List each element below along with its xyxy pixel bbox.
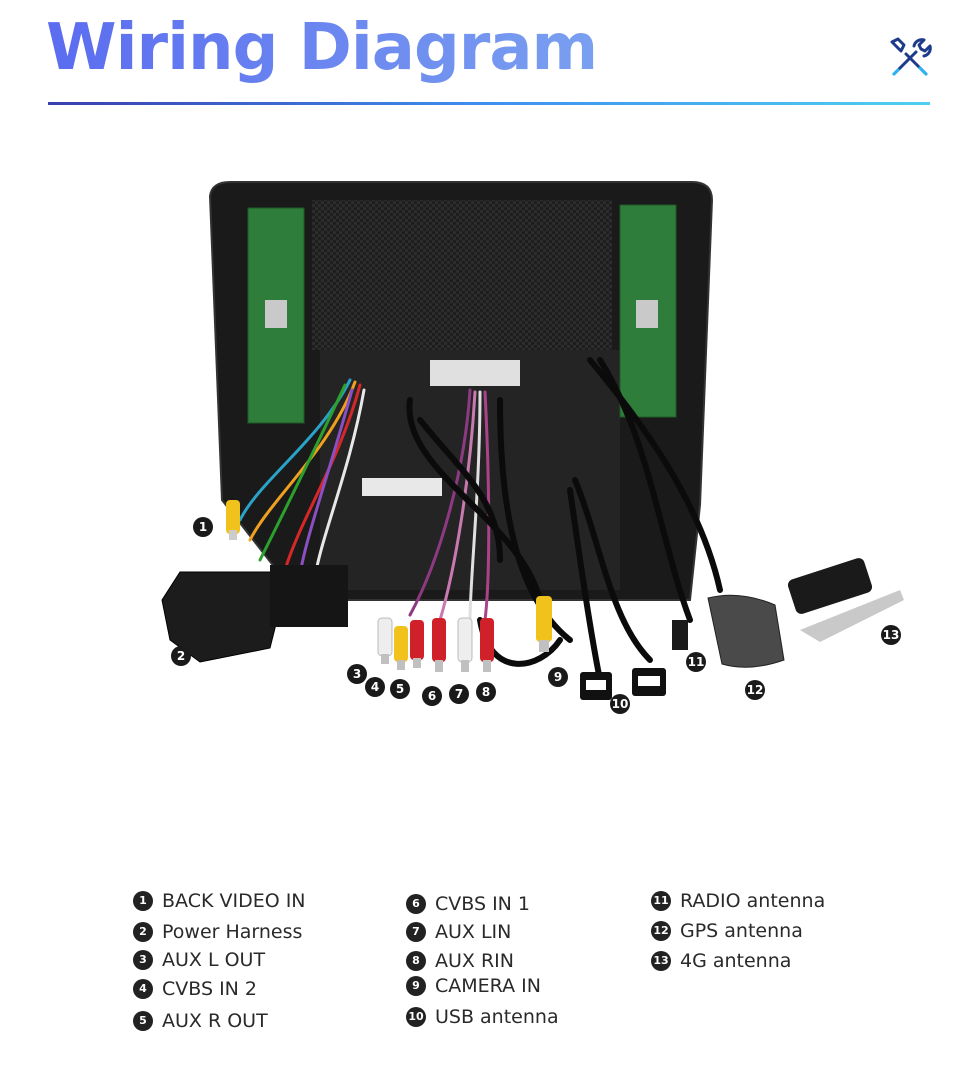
heatsink-top	[312, 200, 612, 350]
legend-badge: 6	[406, 894, 426, 914]
legend-item: 6 CVBS IN 1	[406, 893, 530, 915]
callout-marker: 10	[610, 694, 630, 714]
gps-antenna	[707, 594, 785, 668]
rca-plug-3	[377, 617, 393, 664]
callout-marker: 3	[347, 664, 367, 684]
legend-badge: 13	[651, 951, 671, 971]
legend-item: 1 BACK VIDEO IN	[133, 890, 306, 912]
callout-circle	[476, 682, 496, 702]
legend-badge: 5	[133, 1011, 153, 1031]
legend-label: AUX RIN	[435, 950, 514, 972]
power-harness	[161, 565, 348, 663]
legend-label: BACK VIDEO IN	[162, 890, 306, 912]
callout-circle	[365, 677, 385, 697]
legend-item: 8 AUX RIN	[406, 950, 514, 972]
legend-label: 4G antenna	[680, 950, 792, 972]
callout-number: 8	[482, 685, 490, 699]
tools-icon	[890, 37, 932, 76]
page-title: Wiring Diagram	[46, 11, 598, 85]
callout-number: 13	[883, 628, 900, 642]
callout-circle	[171, 646, 191, 666]
callout-marker: 2	[171, 646, 191, 666]
rca-plug-8	[480, 618, 494, 672]
legend-badge: 1	[133, 891, 153, 911]
legend-item: 5 AUX R OUT	[133, 1010, 268, 1032]
callout-circle	[390, 679, 410, 699]
legend-label: CVBS IN 2	[162, 978, 258, 1000]
legend-label: USB antenna	[435, 1006, 559, 1028]
legend-label: AUX LIN	[435, 921, 512, 943]
legend-item: 7 AUX LIN	[406, 921, 511, 943]
legend-label: CAMERA IN	[435, 975, 541, 997]
callout-number: 12	[747, 683, 764, 697]
callout-marker: 9	[548, 667, 568, 687]
legend-badge: 3	[133, 950, 153, 970]
legend-label: AUX L OUT	[162, 949, 266, 971]
callout-number: 6	[428, 689, 436, 703]
callout-circle	[422, 686, 442, 706]
legend-badge: 8	[406, 951, 426, 971]
rca-plug-1	[226, 500, 240, 540]
callout-number: 3	[353, 667, 361, 681]
legend-badge: 2	[133, 922, 153, 942]
legend-item: 10 USB antenna	[406, 1006, 559, 1028]
legend-label: Power Harness	[162, 921, 303, 943]
radio-connector	[672, 620, 688, 650]
callout-marker: 6	[422, 686, 442, 706]
callout-number: 2	[177, 649, 185, 663]
legend-label: CVBS IN 1	[435, 893, 531, 915]
callout-marker: 8	[476, 682, 496, 702]
callout-circle	[881, 625, 901, 645]
callout-circle	[449, 684, 469, 704]
legend-badge: 7	[406, 922, 426, 942]
legend-item: 12 GPS antenna	[651, 920, 803, 942]
title-rule	[48, 102, 930, 105]
legend-badge: 9	[406, 976, 426, 996]
callout-circle	[745, 680, 765, 700]
callout-marker: 1	[193, 517, 213, 537]
callout-marker: 5	[390, 679, 410, 699]
callout-marker: 12	[745, 680, 765, 700]
callout-circle	[610, 694, 630, 714]
legend-label: AUX R OUT	[162, 1010, 268, 1032]
legend-item: 2 Power Harness	[133, 921, 302, 943]
callout-circle	[686, 652, 706, 672]
callout-marker: 13	[881, 625, 901, 645]
rca-plug-5	[410, 620, 424, 668]
legend-item: 11 RADIO antenna	[651, 890, 825, 912]
callout-circle	[347, 664, 367, 684]
callout-number: 4	[371, 680, 379, 694]
callout-circle	[193, 517, 213, 537]
legend-label: RADIO antenna	[680, 890, 826, 912]
lte-antenna	[787, 558, 904, 642]
legend-item: 9 CAMERA IN	[406, 975, 541, 997]
legend-badge: 10	[406, 1007, 426, 1027]
callout-number: 7	[455, 687, 463, 701]
rca-plug-4	[394, 626, 408, 670]
rca-plug-9	[536, 596, 552, 652]
legend-badge: 11	[651, 891, 671, 911]
rca-plug-7	[457, 617, 473, 672]
callout-number: 11	[688, 655, 705, 669]
callout-number: 10	[612, 697, 629, 711]
legend-badge: 4	[133, 979, 153, 999]
callout-number: 1	[199, 520, 207, 534]
legend-badge: 12	[651, 921, 671, 941]
callout-number: 9	[554, 670, 562, 684]
legend-label: GPS antenna	[680, 920, 803, 942]
legend-item: 3 AUX L OUT	[133, 949, 265, 971]
callout-number: 5	[396, 682, 404, 696]
callout-marker: 4	[365, 677, 385, 697]
legend-item: 4 CVBS IN 2	[133, 978, 257, 1000]
legend-item: 13 4G antenna	[651, 950, 791, 972]
callout-circle	[548, 667, 568, 687]
callout-marker: 7	[449, 684, 469, 704]
callout-marker: 11	[686, 652, 706, 672]
rca-plug-6	[432, 618, 446, 672]
